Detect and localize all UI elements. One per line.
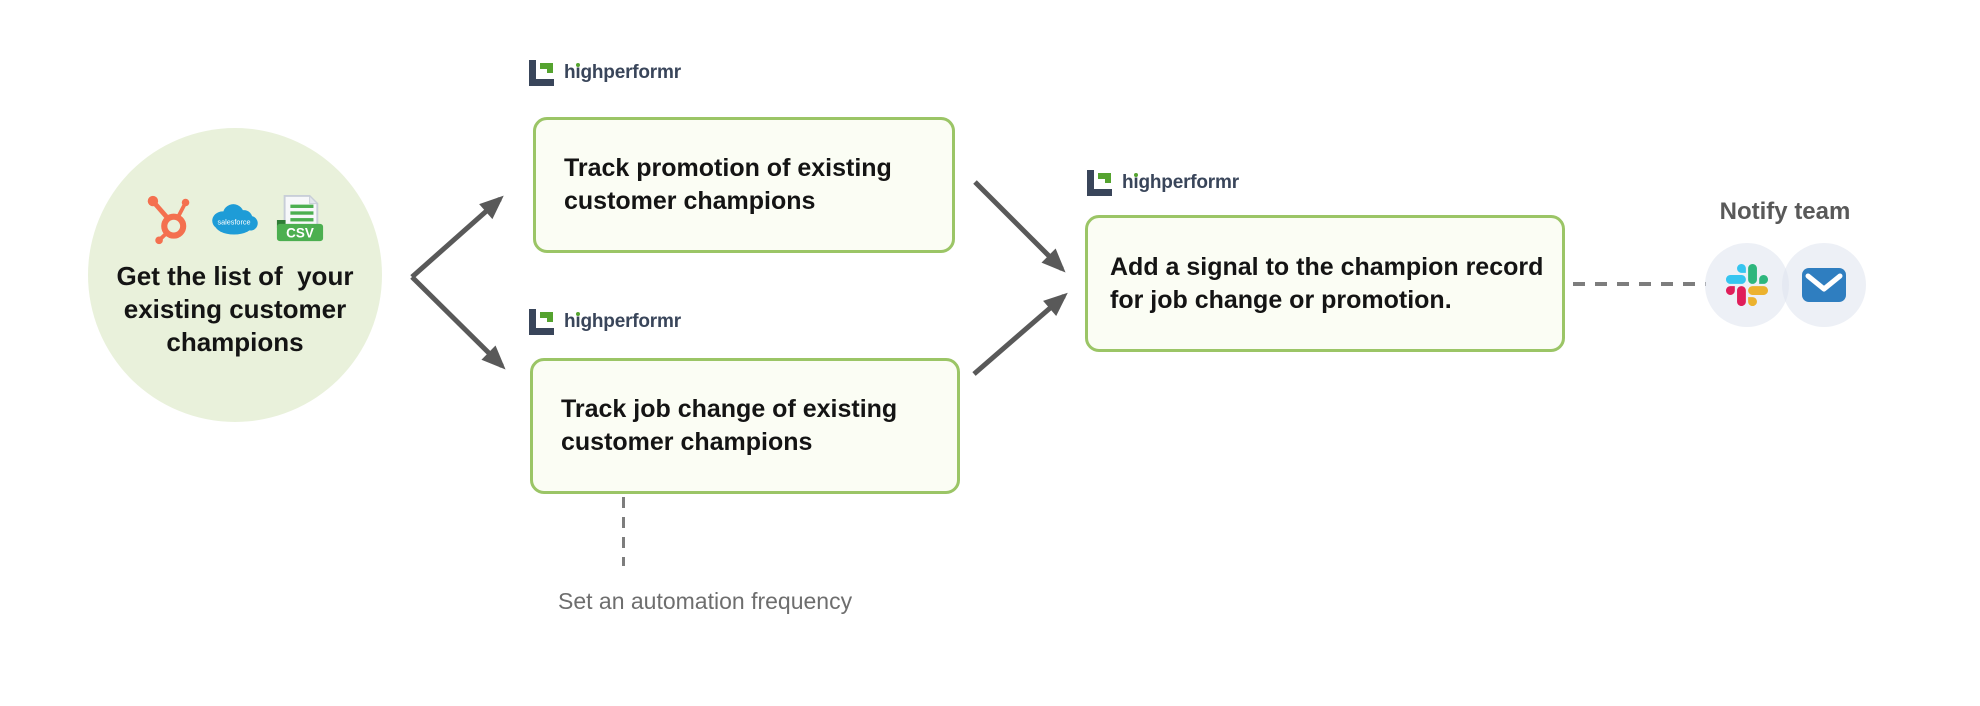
- step-label: Add a signal to the champion record for …: [1110, 252, 1544, 314]
- highperformr-logo-icon: [529, 60, 554, 86]
- arrow-promotion-to-signal: [973, 180, 1066, 273]
- salesforce-icon: salesforce: [212, 203, 258, 234]
- notify-channels: [1698, 243, 1872, 327]
- salesforce-wordmark: salesforce: [217, 217, 250, 226]
- step-label: Track promotion of existing customer cha…: [564, 154, 892, 215]
- highperformr-logo-icon: [529, 309, 554, 335]
- source-node: salesforce CSV Get the list of your exis…: [88, 128, 382, 422]
- source-node-label: Get the list of your existing customer c…: [116, 260, 361, 357]
- csv-icon: CSV: [276, 194, 324, 241]
- arrow-source-to-jobchange: [410, 275, 506, 370]
- step-node-track-promotion: Track promotion of existing customer cha…: [533, 117, 955, 253]
- slack-icon: [1725, 264, 1768, 306]
- email-channel-badge: [1781, 243, 1866, 327]
- step-label: Track job change of existing customer ch…: [561, 395, 898, 456]
- hubspot-icon: [147, 195, 190, 244]
- source-integration-icons: salesforce CSV: [145, 192, 325, 248]
- email-icon: [1801, 268, 1846, 302]
- notify-team-label: Notify team: [1719, 198, 1851, 225]
- notify-team: Notify team: [1698, 198, 1872, 327]
- step-node-add-signal: Add a signal to the champion record for …: [1085, 215, 1565, 352]
- highperformr-logo-icon: [1087, 170, 1112, 196]
- arrow-source-to-promotion: [410, 195, 504, 279]
- step-node-track-job-change: Track job change of existing customer ch…: [530, 358, 960, 494]
- automation-frequency-label: Set an automation frequency: [558, 588, 853, 614]
- arrow-jobchange-to-signal: [972, 292, 1068, 376]
- slack-channel-badge: [1704, 243, 1789, 327]
- csv-label: CSV: [286, 225, 314, 240]
